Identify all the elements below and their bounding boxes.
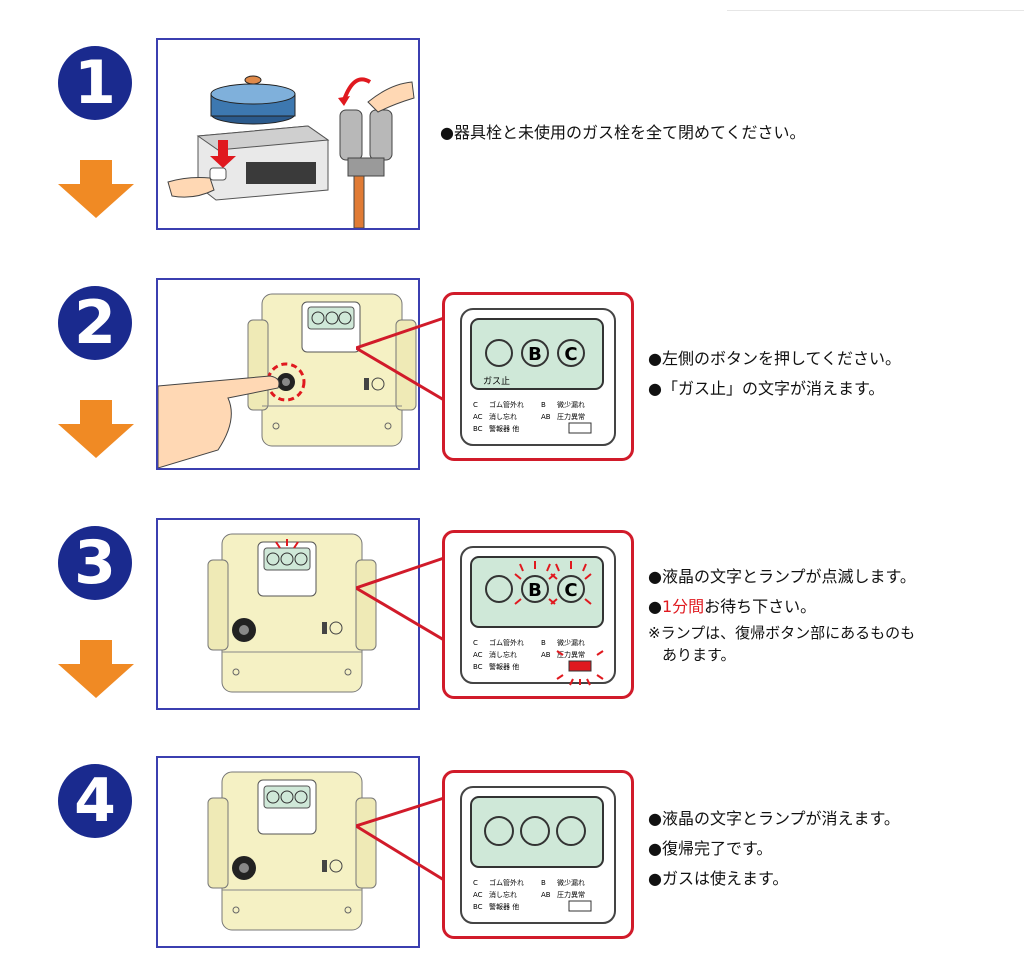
display-zoom-panel: C ゴム管外れ B 微少漏れ AC 消し忘れ AB 圧力異常 BC 警報器 他 [442,770,634,939]
lcd-b-letter: B [528,344,542,365]
step-number-badge: 3 [58,526,132,600]
legend-text: AB [541,413,551,421]
step-number-badge: 2 [58,286,132,360]
step-number-badge: 1 [58,46,132,120]
instruction-text-wait: ●1分間お待ち下さい。 [648,597,817,616]
legend-text: ゴム管外れ [489,400,524,409]
lamp-blink-icon [556,650,604,686]
legend-text: AC [473,891,483,899]
instruction-text: ●液晶の文字とランプが消えます。 [648,809,900,828]
legend-text: BC [473,903,483,911]
instruction-text: ●復帰完了です。 [648,839,773,858]
lcd-b-letter: B [528,580,542,601]
zoom-connector [356,316,445,402]
legend-text: 消し忘れ [489,650,517,659]
note-text-continued: あります。 [662,646,736,664]
instruction-text: ●器具栓と未使用のガス栓を全て閉めてください。 [440,123,806,142]
lcd-c-letter: C [564,344,577,365]
instruction-text: ●ガスは使えます。 [648,869,789,888]
legend-text: 警報器 他 [489,424,519,433]
alarm-lamp [568,660,592,672]
legend-text: C [473,639,478,647]
legend-text: 消し忘れ [489,890,517,899]
instruction-text: ●「ガス止」の文字が消えます。 [648,379,885,398]
legend-text: AC [473,413,483,421]
down-arrow-icon [58,640,134,698]
legend-text: 警報器 他 [489,902,519,911]
step-number-badge: 4 [58,764,132,838]
legend-text: 微少漏れ [557,638,585,647]
legend-text: B [541,639,546,647]
down-arrow-icon [58,160,134,218]
legend-text: 圧力異常 [557,412,585,421]
display-zoom-panel: B C C ゴム管外れ B 微少漏れ AC 消し忘れ AB 圧力異常 BC 警報器 他 [442,530,634,699]
step-1-illustration [156,38,420,230]
wait-duration: 1分間 [661,597,705,616]
zoom-connector [356,556,445,642]
legend-text: AB [541,651,551,659]
legend-text: B [541,401,546,409]
step-4-illustration [156,756,420,948]
top-divider [727,0,1024,11]
legend-text: B [541,879,546,887]
legend-text: ゴム管外れ [489,638,524,647]
blink-rays-icon [514,561,592,605]
instruction-text: ●左側のボタンを押してください。 [648,349,902,368]
legend-text: C [473,879,478,887]
legend-text: 消し忘れ [489,412,517,421]
legend-text: AC [473,651,483,659]
legend-text: 圧力異常 [557,650,585,659]
step-3-illustration [156,518,420,710]
lcd-c-letter: C [564,580,577,601]
legend-text: BC [473,425,483,433]
instruction-text: ●液晶の文字とランプが点滅します。 [648,567,916,586]
legend-text: 微少漏れ [557,400,585,409]
legend-text: ゴム管外れ [489,878,524,887]
legend-text: 圧力異常 [557,890,585,899]
zoom-connector [356,796,445,882]
legend-text: 警報器 他 [489,662,519,671]
legend-text: BC [473,663,483,671]
legend-text: AB [541,891,551,899]
legend-text: C [473,401,478,409]
down-arrow-icon [58,400,134,458]
legend-text: 微少漏れ [557,878,585,887]
step-2-illustration [156,278,420,470]
note-text: ※ランプは、復帰ボタン部にあるものも [648,624,916,642]
display-zoom-panel: B C ガス止 C ゴム管外れ B 微少漏れ AC 消し忘れ AB 圧力異常 BC 警報器… [442,292,634,461]
lcd-gas-stop-label: ガス止 [483,375,510,387]
